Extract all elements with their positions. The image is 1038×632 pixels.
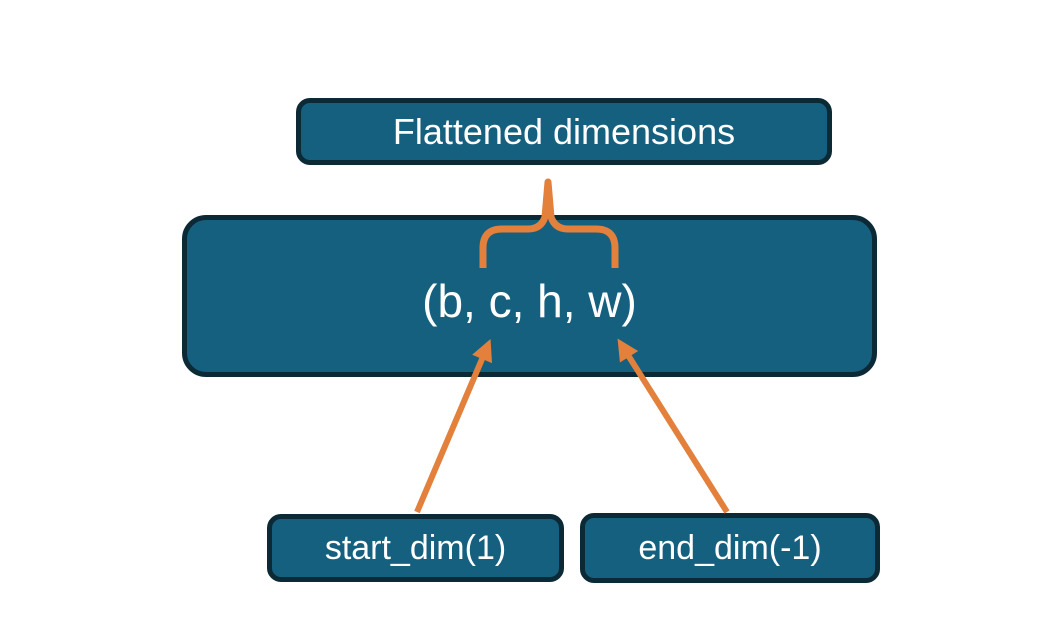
node-flattened-dimensions-label: Flattened dimensions (392, 110, 736, 152)
node-end-dim-label: end_dim(-1) (638, 528, 822, 567)
node-start-dim: start_dim(1) (267, 514, 564, 582)
node-end-dim: end_dim(-1) (580, 513, 880, 583)
node-tensor-shape-label: (b, c, h, w) (422, 275, 637, 327)
node-tensor-shape: (b, c, h, w) (182, 215, 877, 377)
node-start-dim-label: start_dim(1) (324, 528, 507, 567)
node-flattened-dimensions: Flattened dimensions (296, 98, 832, 165)
